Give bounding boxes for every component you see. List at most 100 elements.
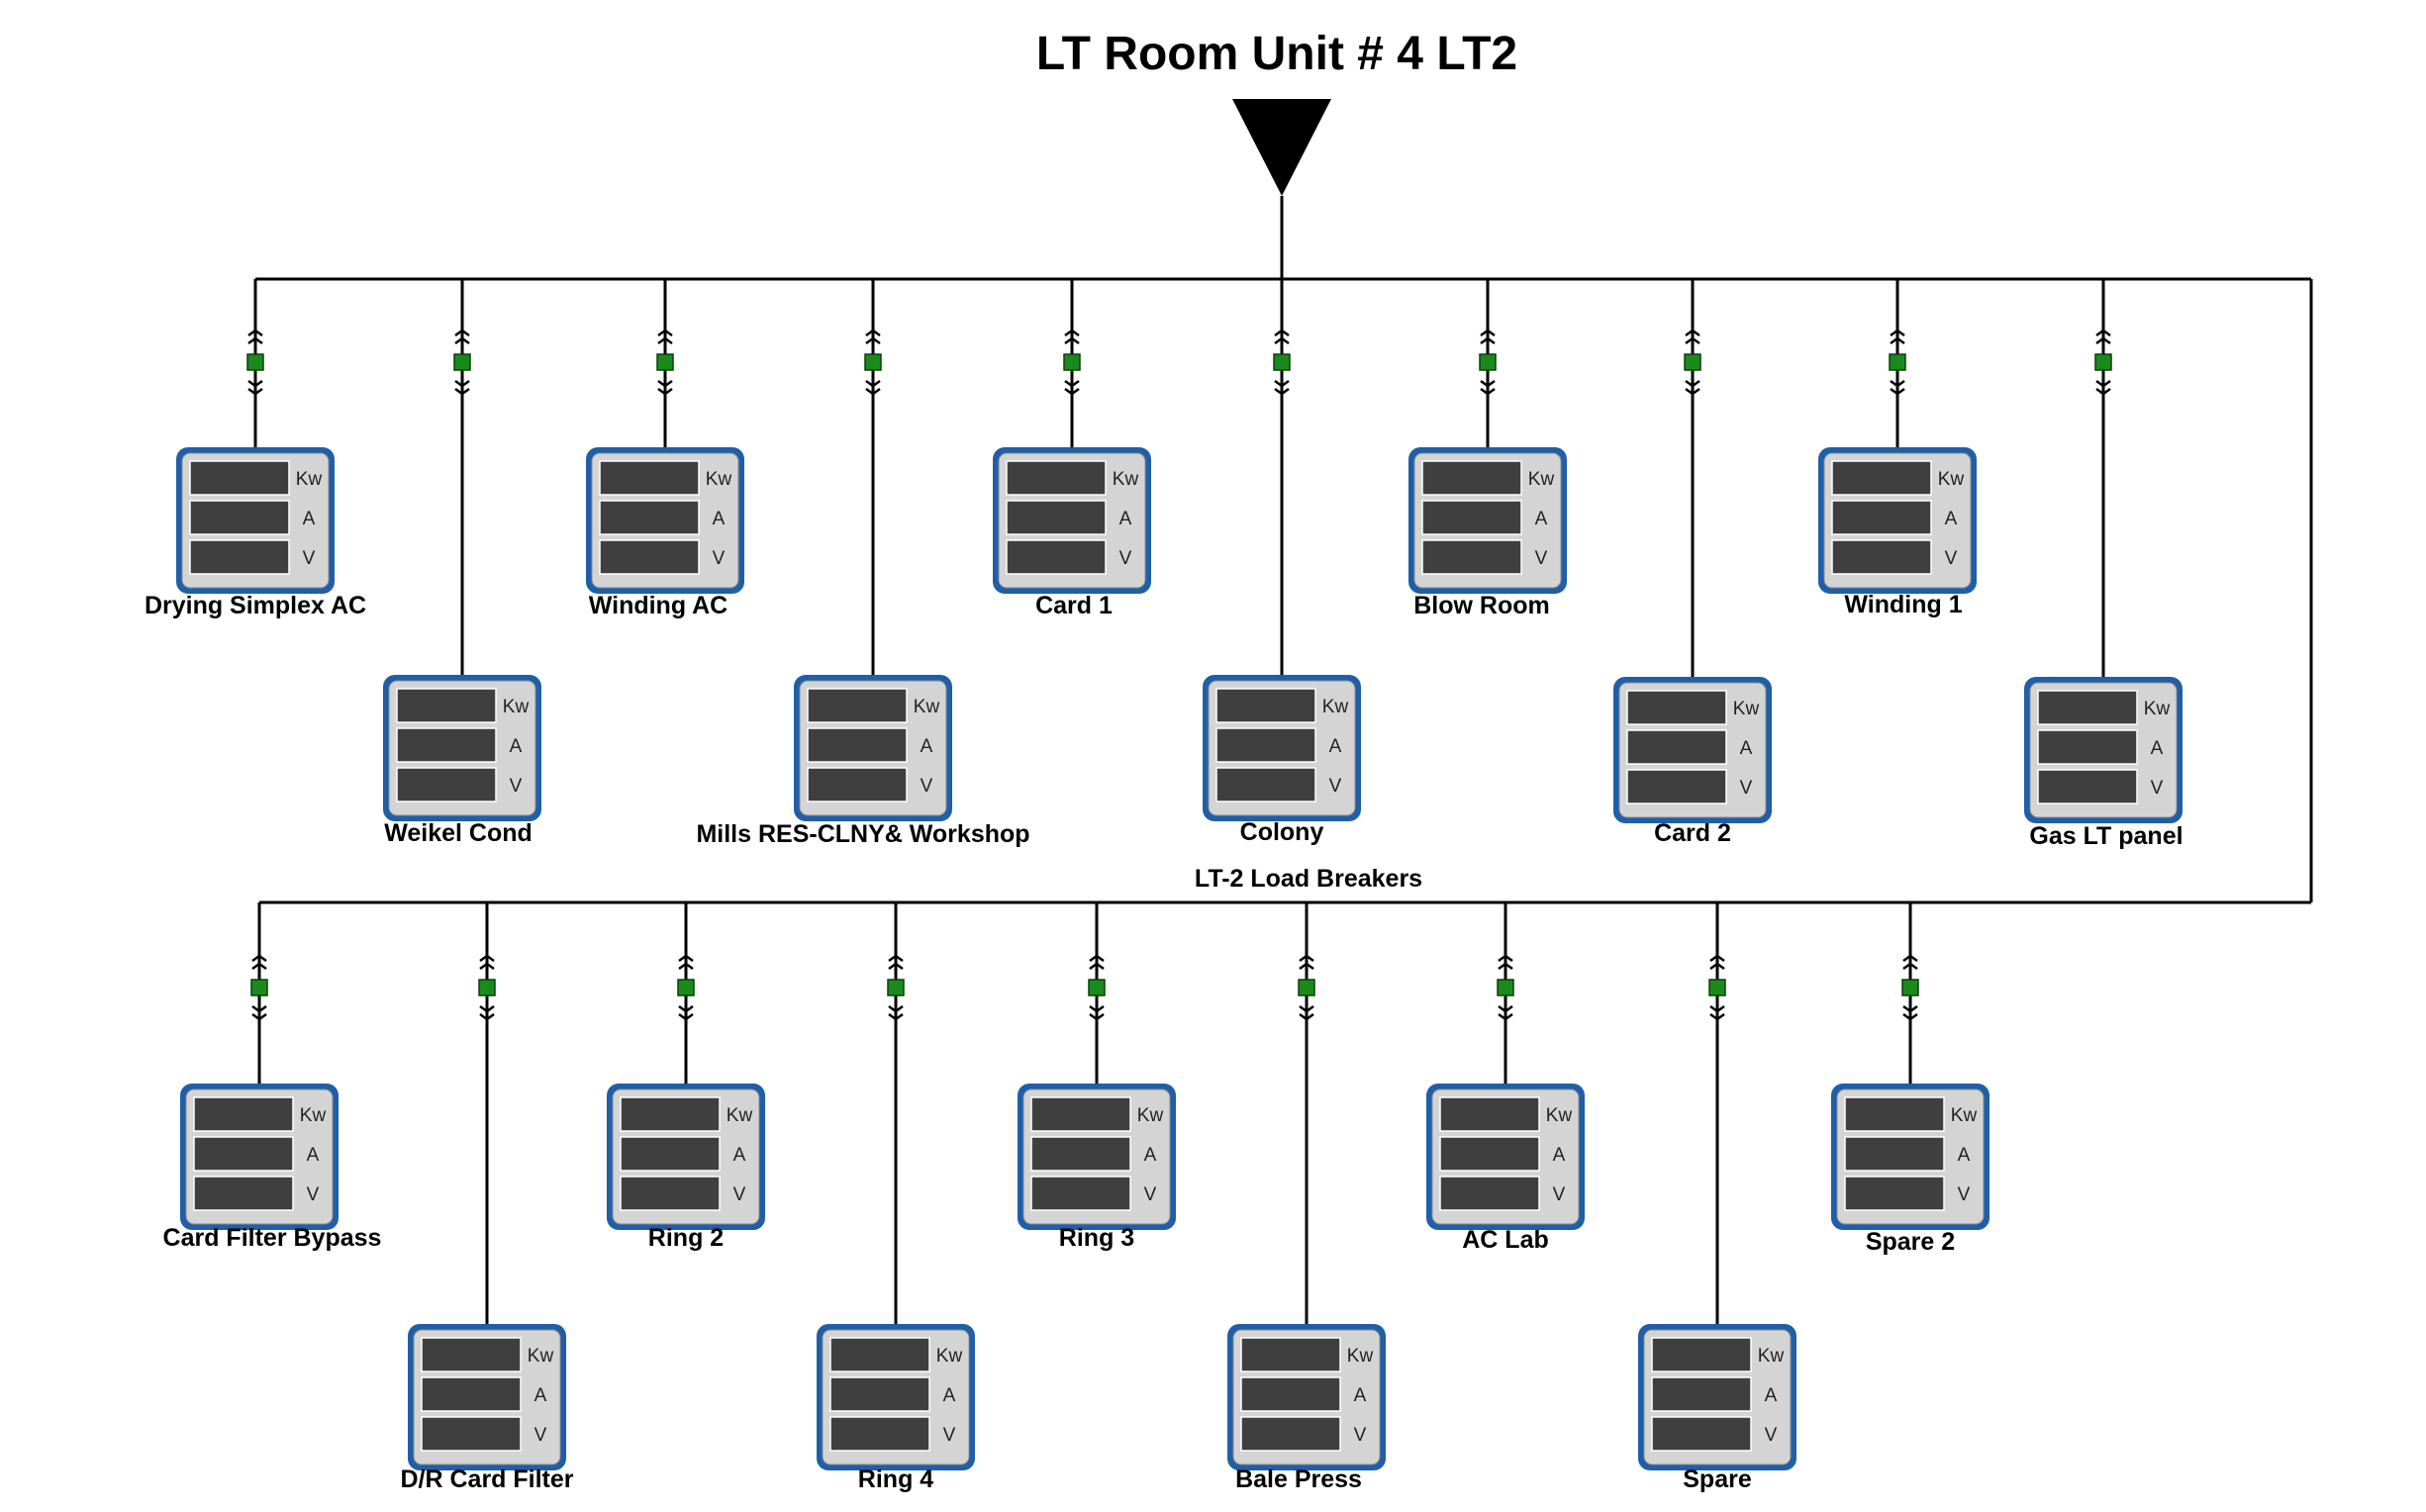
meter-unit-label: V <box>1740 778 1753 799</box>
meter-unit-label: V <box>307 1184 320 1205</box>
meter-unit-label: Kw <box>1758 1346 1785 1367</box>
row1-breaker[interactable] <box>453 329 471 396</box>
meter-unit-label: V <box>1945 548 1958 569</box>
row1-breaker[interactable] <box>2094 329 2112 396</box>
meter-unit-label: Kw <box>1113 469 1139 490</box>
meter-unit-label: A <box>2151 738 2164 759</box>
meter-unit-label: V <box>1144 1184 1157 1205</box>
meter-unit-label: A <box>943 1385 956 1406</box>
meter-unit-label: V <box>1553 1184 1566 1205</box>
meter-unit-label: A <box>1553 1145 1566 1166</box>
row1-breaker[interactable] <box>1273 329 1291 396</box>
meter-unit-label: A <box>1945 509 1958 529</box>
meter-unit-label: A <box>1958 1145 1971 1166</box>
row2-breaker[interactable] <box>1298 954 1315 1021</box>
meter-unit-label: A <box>921 736 933 757</box>
feeder-label: Drying Simplex AC <box>145 592 366 619</box>
meter-unit-label: A <box>1329 736 1342 757</box>
feeder-label: Mills RES-CLNY& Workshop <box>696 820 1029 848</box>
meters: KwAVKwAVKwAVKwAVKwAVKwAVKwAVKwAVKwAVKwAV… <box>176 447 2183 1470</box>
meter-unit-label: A <box>1740 738 1753 759</box>
meter-unit-label: V <box>1535 548 1548 569</box>
feeder-label: Weikel Cond <box>384 819 533 847</box>
meter-unit-label: Kw <box>1733 699 1760 719</box>
meter-unit-label: A <box>713 509 726 529</box>
meter-unit-label: Kw <box>1938 469 1965 490</box>
feeder-label: Card 2 <box>1654 819 1731 847</box>
meter-unit-label: Kw <box>1137 1105 1164 1126</box>
row1-breaker[interactable] <box>656 329 674 396</box>
meter-unit-label: V <box>733 1184 746 1205</box>
meter-unit-label: A <box>303 509 316 529</box>
row2-breaker[interactable] <box>1708 954 1726 1021</box>
meter-unit-label: V <box>921 776 933 797</box>
row2-breaker[interactable] <box>677 954 695 1021</box>
feeder-label: Ring 4 <box>858 1465 933 1493</box>
meter-unit-label: Kw <box>503 697 530 717</box>
row1-breaker[interactable] <box>246 329 264 396</box>
breakers <box>246 329 2112 1021</box>
meter-unit-label: Kw <box>1546 1105 1573 1126</box>
row1-breaker[interactable] <box>1479 329 1497 396</box>
meter-unit-label: V <box>510 776 523 797</box>
meter-unit-label: A <box>1354 1385 1367 1406</box>
meter-unit-label: A <box>1765 1385 1778 1406</box>
row1-breaker[interactable] <box>864 329 882 396</box>
meter-unit-label: Kw <box>1528 469 1555 490</box>
feeder-label: Spare 2 <box>1866 1228 1955 1256</box>
row2-breaker[interactable] <box>1088 954 1106 1021</box>
row2-breaker[interactable] <box>250 954 268 1021</box>
feeder-label: D/R Card Filter <box>400 1465 573 1493</box>
meter-unit-label: A <box>307 1145 320 1166</box>
row2-breaker[interactable] <box>887 954 905 1021</box>
row2-breaker[interactable] <box>1497 954 1514 1021</box>
feeder-label: Card Filter Bypass <box>163 1224 382 1252</box>
meter-unit-label: V <box>1958 1184 1971 1205</box>
meter-unit-label: Kw <box>727 1105 753 1126</box>
meter-unit-label: Kw <box>528 1346 554 1367</box>
meter-unit-label: V <box>534 1425 547 1446</box>
meter-unit-label: A <box>733 1145 746 1166</box>
feeder-label: Blow Room <box>1413 592 1550 619</box>
meter-unit-label: V <box>1354 1425 1367 1446</box>
row1-breaker[interactable] <box>1889 329 1906 396</box>
row2-breaker[interactable] <box>478 954 496 1021</box>
meter-unit-label: A <box>534 1385 547 1406</box>
feeder-label: Card 1 <box>1035 592 1113 619</box>
meter-unit-label: A <box>1119 509 1132 529</box>
diagram-title: LT Room Unit # 4 LT2 <box>1036 28 1517 80</box>
meter-unit-label: Kw <box>2144 699 2171 719</box>
meter-unit-label: Kw <box>706 469 732 490</box>
meter-unit-label: Kw <box>1347 1346 1374 1367</box>
row1-breaker[interactable] <box>1684 329 1701 396</box>
meter-unit-label: V <box>303 548 316 569</box>
meter-unit-label: Kw <box>296 469 323 490</box>
meter-unit-label: Kw <box>936 1346 963 1367</box>
bus-label: LT-2 Load Breakers <box>1195 865 1422 893</box>
feeder-label: Winding AC <box>589 592 728 619</box>
row1-breaker[interactable] <box>1063 329 1081 396</box>
row2-breaker[interactable] <box>1901 954 1919 1021</box>
meter-unit-label: A <box>1535 509 1548 529</box>
meter-unit-label: A <box>1144 1145 1157 1166</box>
feeder-label: Winding 1 <box>1844 591 1962 618</box>
feeder-labels: Drying Simplex AC Weikel Cond Winding AC Mi… <box>145 591 2183 1493</box>
